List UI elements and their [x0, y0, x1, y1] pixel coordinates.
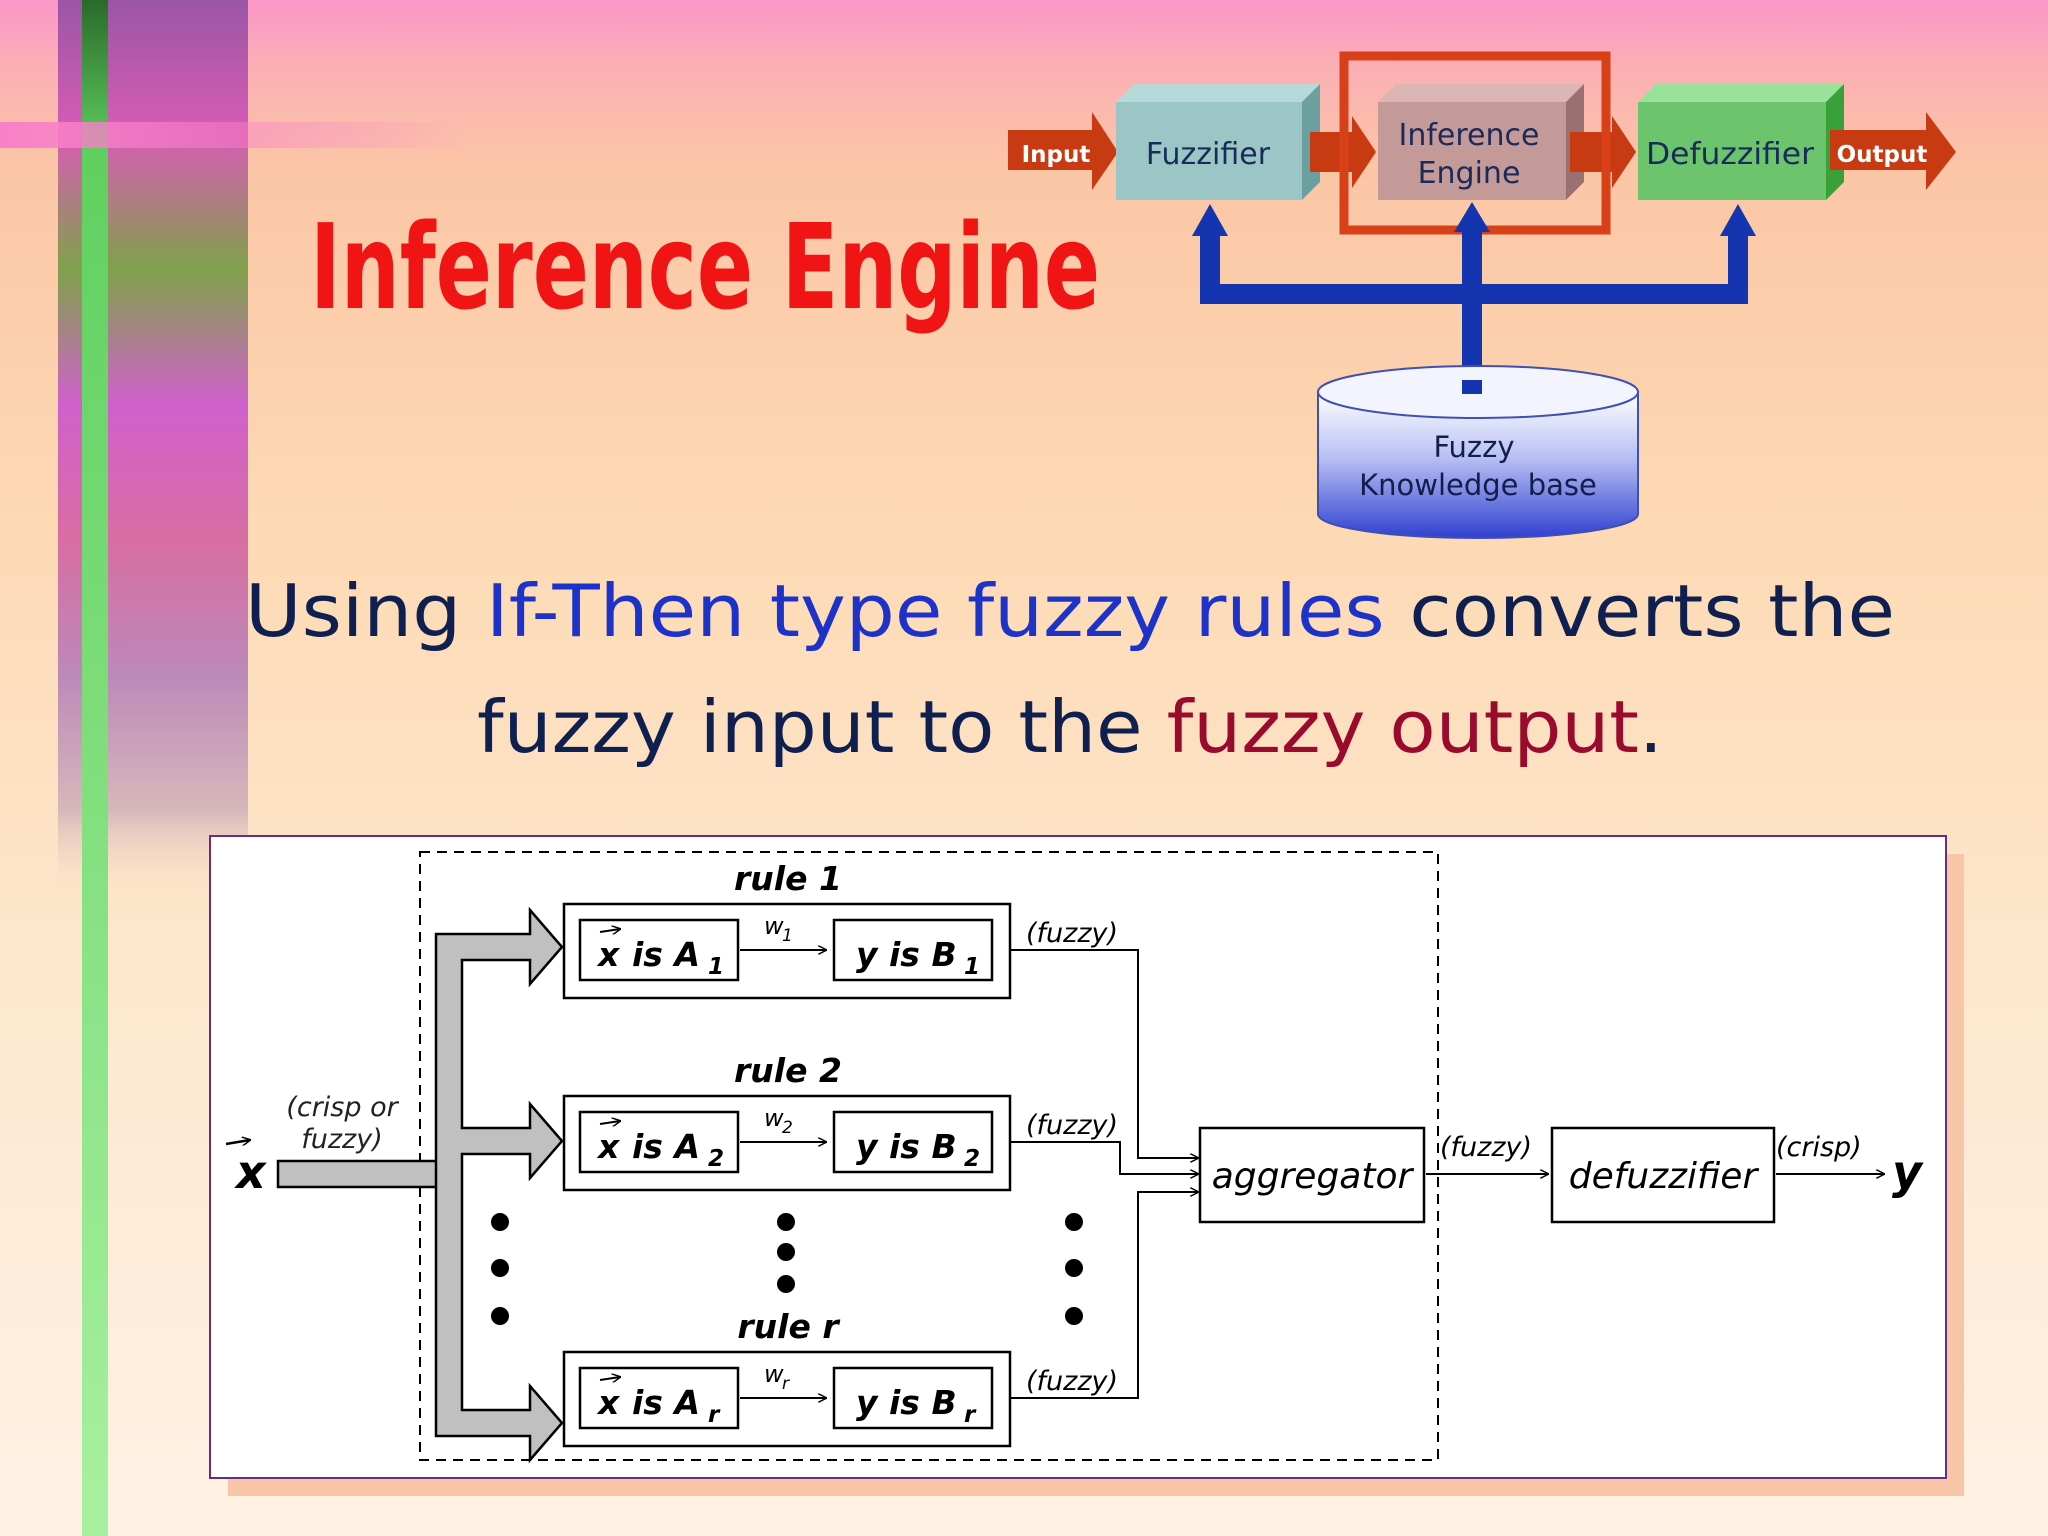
rule-fuzzy-note: (fuzzy) — [1026, 918, 1118, 949]
antecedent-subscript: 1 — [708, 954, 724, 980]
knowledge-base-label-1: Fuzzy — [1433, 430, 1514, 464]
defuzzifier-label: Defuzzifier — [1646, 137, 1815, 172]
body-text-segment: If-Then type fuzzy rules — [486, 569, 1385, 653]
consequent-text: y is B — [856, 1127, 957, 1166]
knowledge-base-label-2: Knowledge base — [1359, 468, 1597, 502]
decorative-pink-bar — [0, 122, 470, 148]
output-label: Output — [1837, 142, 1928, 168]
input-note-2: fuzzy) — [301, 1124, 382, 1155]
body-text-segment: converts the — [1385, 569, 1895, 653]
aggregator-box — [1198, 1126, 1426, 1224]
consequent-subscript: r — [964, 1402, 977, 1428]
aggregator-label: aggregator — [1212, 1156, 1415, 1197]
body-text-line-1: Using If-Then type fuzzy rules converts … — [245, 569, 1895, 653]
vector-arrow — [599, 1121, 620, 1124]
diagram-defuzzifier-box — [1550, 1126, 1776, 1224]
input-arrow: Input — [1008, 112, 1118, 190]
body-text-segment: . — [1639, 685, 1663, 769]
antecedent-text: is A — [632, 1383, 700, 1422]
inference-engine-label-2: Engine — [1418, 156, 1521, 191]
weight-subscript: r — [782, 1374, 790, 1394]
rule-title: rule r — [737, 1307, 840, 1346]
aggregator-fuzzy-note: (fuzzy) — [1440, 1132, 1532, 1163]
consequent-text: y is B — [856, 1383, 957, 1422]
knowledge-bus — [1192, 202, 1756, 388]
consequent-box — [832, 1366, 994, 1430]
rule-title: rule 2 — [734, 1051, 842, 1090]
weight-symbol: w — [764, 1104, 784, 1132]
consequent-box — [832, 1110, 994, 1174]
antecedent-x: x — [596, 935, 621, 974]
antecedent-text: is A — [632, 1127, 700, 1166]
input-label: Input — [1022, 142, 1091, 168]
output-arrow: Output — [1830, 112, 1956, 190]
body-text-segment: fuzzy input to the — [477, 685, 1167, 769]
weight-subscript: 2 — [782, 1118, 793, 1138]
antecedent-x: x — [596, 1383, 621, 1422]
crisp-note: (crisp) — [1776, 1132, 1862, 1163]
fuzzifier-label: Fuzzifier — [1146, 137, 1271, 172]
output-y-symbol: y — [1892, 1145, 1924, 1199]
input-splitter-arrow-shape — [276, 906, 564, 1464]
weight-subscript: 1 — [782, 926, 793, 946]
fuzzifier-box: Fuzzifier — [1116, 84, 1320, 200]
rule-base-frame — [419, 851, 1439, 1461]
inference-engine-label-1: Inference — [1399, 118, 1540, 153]
defuzzifier-box: Defuzzifier — [1638, 84, 1844, 200]
ellipsis-dots — [491, 1213, 1083, 1325]
input-x-symbol: x — [234, 1145, 267, 1199]
antecedent-box — [578, 1110, 740, 1174]
knowledge-base-cylinder: Fuzzy Knowledge base — [1317, 365, 1639, 539]
aggregator-connectors — [1010, 949, 1198, 1399]
rule-title: rule 1 — [734, 859, 842, 898]
vector-arrow — [599, 1377, 620, 1380]
diagram-defuzzifier-label: defuzzifier — [1569, 1156, 1760, 1197]
body-text-segment: fuzzy output — [1167, 685, 1639, 769]
weight-symbol: w — [764, 912, 784, 940]
consequent-text: y is B — [856, 935, 957, 974]
vector-arrow — [225, 1140, 250, 1144]
slide-title: Inference Engine — [310, 198, 1100, 336]
rule-fuzzy-note: (fuzzy) — [1026, 1366, 1118, 1397]
weight-symbol: w — [764, 1360, 784, 1388]
pipeline-diagram: Input Fuzzifier Inference Engine Defuzzi… — [1008, 51, 1956, 539]
decorative-green-bar — [82, 0, 108, 1536]
consequent-subscript: 1 — [964, 954, 980, 980]
antecedent-x: x — [596, 1127, 621, 1166]
consequent-subscript: 2 — [964, 1146, 980, 1172]
rule-fuzzy-note: (fuzzy) — [1026, 1110, 1118, 1141]
consequent-box — [832, 918, 994, 982]
inference-engine-box: Inference Engine — [1378, 84, 1584, 200]
antecedent-text: is A — [632, 935, 700, 974]
antecedent-box — [578, 1366, 740, 1430]
antecedent-subscript: r — [708, 1402, 721, 1428]
antecedent-box — [578, 918, 740, 982]
antecedent-subscript: 2 — [708, 1146, 724, 1172]
vector-arrow — [599, 929, 620, 932]
input-note-1: (crisp or — [286, 1092, 399, 1123]
body-text-segment: Using — [245, 569, 486, 653]
body-text-line-2: fuzzy input to the fuzzy output. — [477, 685, 1663, 769]
